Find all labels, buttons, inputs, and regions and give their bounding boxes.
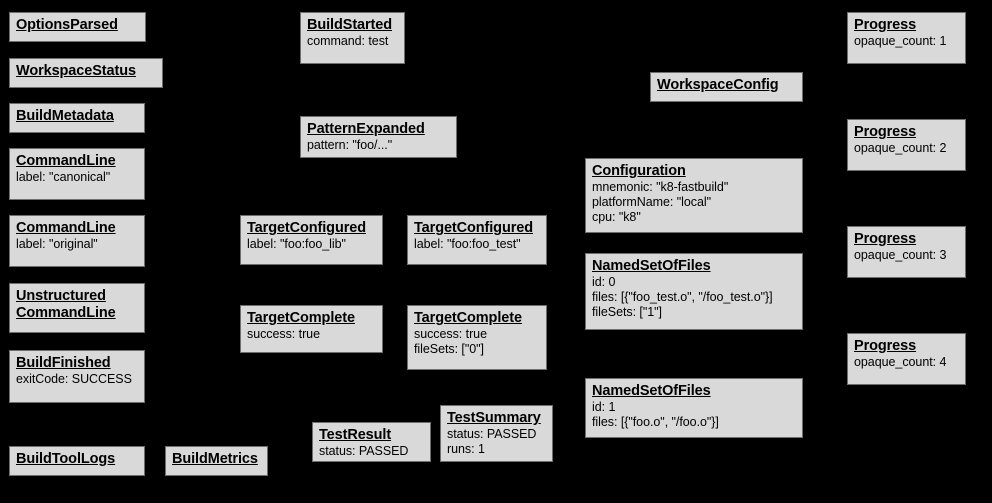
event-node-title: CommandLine (16, 153, 116, 169)
event-node-build-metrics[interactable]: BuildMetrics (165, 446, 268, 476)
event-node-fields: opaque_count: 2 (854, 141, 947, 155)
event-node-title: NamedSetOfFiles (592, 383, 711, 399)
event-node-build-tool-logs[interactable]: BuildToolLogs (9, 446, 145, 476)
event-node-title: TestResult (319, 427, 392, 443)
event-node-fields: command: test (307, 34, 389, 48)
event-node-fields: success: true (247, 327, 320, 341)
event-node-fields: status: PASSED (319, 444, 409, 458)
event-node-fields: id: 0 files: [{"foo_test.o", "/foo_test.… (592, 275, 773, 319)
event-node-title: TestSummary (447, 410, 541, 426)
event-node-title: TargetConfigured (247, 220, 366, 236)
event-node-title: Progress (854, 124, 917, 140)
event-node-fields: label: "foo:foo_lib" (247, 237, 346, 251)
event-node-fields: exitCode: SUCCESS (16, 372, 132, 386)
event-node-title: BuildMetadata (16, 108, 114, 124)
event-node-title: BuildFinished (16, 355, 111, 371)
event-node-fields: opaque_count: 3 (854, 248, 947, 262)
event-node-fields: label: "foo:foo_test" (414, 237, 521, 251)
event-node-title: Progress (854, 17, 917, 33)
event-node-fields: success: true fileSets: ["0"] (414, 327, 487, 356)
event-node-title: PatternExpanded (307, 121, 425, 137)
event-node-title: WorkspaceStatus (16, 63, 136, 79)
event-node-options-parsed[interactable]: OptionsParsed (9, 12, 146, 42)
event-node-title: CommandLine (16, 220, 116, 236)
event-node-title: BuildMetrics (172, 451, 258, 467)
event-node-fields: opaque_count: 1 (854, 34, 947, 48)
event-node-title: Progress (854, 338, 917, 354)
event-node-fields: mnemonic: "k8-fastbuild" platformName: "… (592, 180, 729, 224)
event-node-fields: id: 1 files: [{"foo.o", "/foo.o"}] (592, 400, 719, 429)
event-node-title: NamedSetOfFiles (592, 258, 711, 274)
event-node-fields: label: "canonical" (16, 170, 111, 184)
event-node-build-metadata[interactable]: BuildMetadata (9, 103, 145, 133)
event-node-title: BuildStarted (307, 17, 393, 33)
event-node-title: Progress (854, 231, 917, 247)
event-node-title: Configuration (592, 163, 686, 179)
event-node-title: Unstructured CommandLine (16, 288, 116, 321)
event-node-title: OptionsParsed (16, 17, 118, 33)
event-node-title: TargetComplete (414, 310, 522, 326)
event-node-fields: pattern: "foo/..." (307, 138, 393, 152)
event-node-title: TargetConfigured (414, 220, 533, 236)
event-node-fields: opaque_count: 4 (854, 355, 947, 369)
event-node-workspace-status[interactable]: WorkspaceStatus (9, 58, 163, 88)
event-node-fields: label: "original" (16, 237, 98, 251)
event-node-unstructured-command-line[interactable]: Unstructured CommandLine (9, 283, 145, 333)
event-node-title: TargetComplete (247, 310, 355, 326)
event-node-title: BuildToolLogs (16, 451, 116, 467)
event-node-title: WorkspaceConfig (657, 77, 779, 93)
event-node-workspace-config[interactable]: WorkspaceConfig (650, 72, 803, 102)
event-node-fields: status: PASSED runs: 1 (447, 427, 537, 456)
